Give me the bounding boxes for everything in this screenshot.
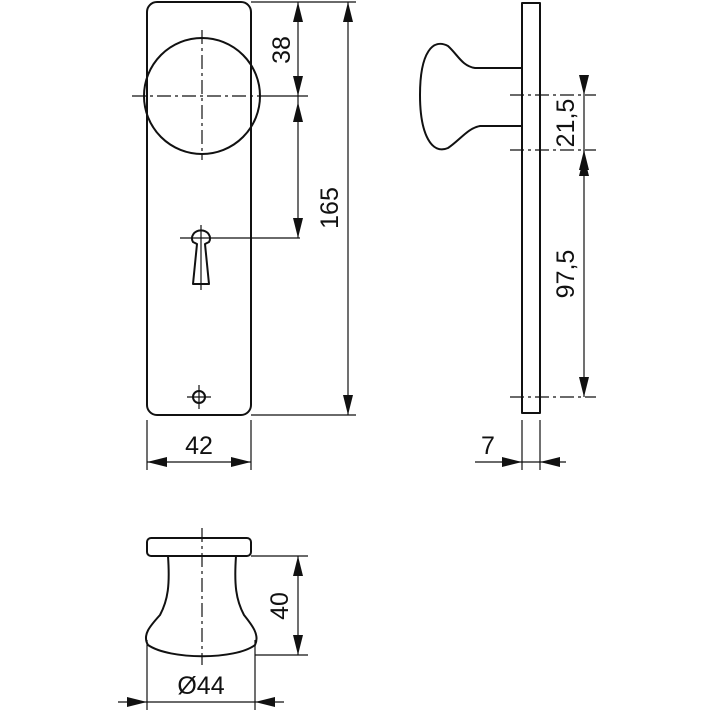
side-plate — [521, 2, 541, 414]
dimension-21-5: 21,5 — [552, 75, 589, 170]
escutcheon-plate — [146, 1, 252, 416]
dimension-97-5: 97,5 — [552, 150, 589, 397]
knob-body — [144, 555, 258, 658]
dim-to-keyhole-label: 97,5 — [552, 250, 580, 299]
knob-rose-side — [146, 537, 252, 557]
dim-total-height-label: 165 — [316, 187, 344, 229]
dimension-38: 38 — [268, 2, 303, 96]
dim-knob-height-label: 40 — [266, 592, 294, 620]
screw-hole-icon — [187, 385, 211, 409]
side-knob-profile — [419, 43, 523, 151]
keyhole-icon — [180, 225, 300, 290]
dim-diameter-label: Ø44 — [177, 672, 224, 700]
dim-knob-spacing-label: 21,5 — [552, 99, 580, 148]
dimension-40: 40 — [266, 556, 303, 655]
dim-thickness-label: 7 — [481, 432, 495, 460]
dim-width-label: 42 — [185, 432, 213, 460]
knob-view: 40 Ø44 — [118, 528, 308, 710]
dimension-42: 42 — [147, 432, 251, 467]
dimension-165: 165 — [316, 2, 353, 415]
dim-top-to-knob-label: 38 — [268, 36, 296, 64]
front-view: 38 165 42 — [132, 1, 356, 470]
dimension-7: 7 — [475, 420, 566, 470]
dimension-diameter-44: Ø44 — [118, 672, 284, 707]
side-view: 21,5 97,5 7 — [419, 2, 596, 470]
dimension-knob-to-keyhole — [293, 96, 303, 238]
